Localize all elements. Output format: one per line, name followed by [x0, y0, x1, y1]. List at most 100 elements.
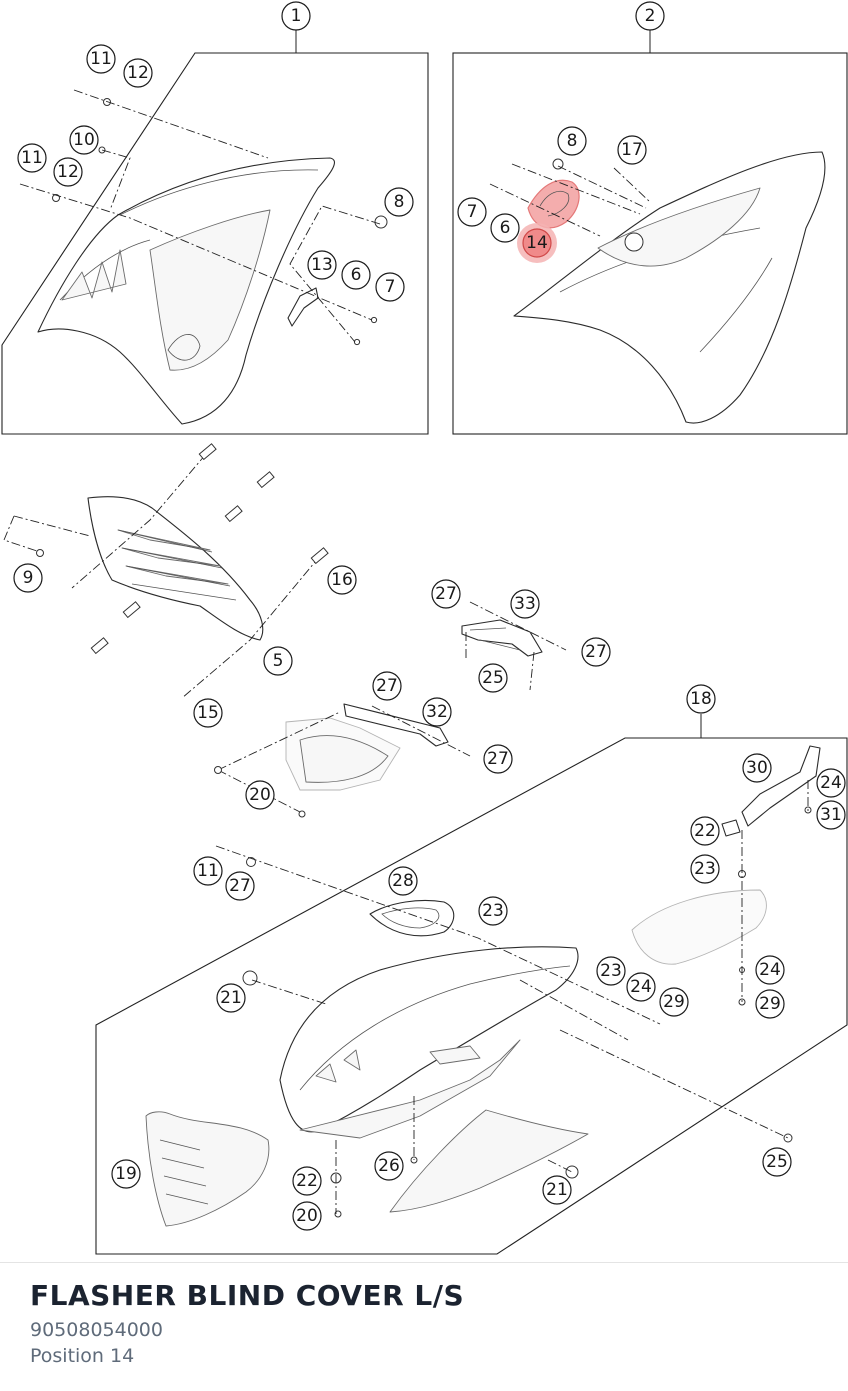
svg-text:27: 27	[435, 584, 457, 604]
callout-23[interactable]: 23	[690, 854, 720, 884]
callout-28[interactable]: 28	[388, 866, 418, 896]
bolt-16-a	[198, 443, 217, 461]
callout-11[interactable]: 11	[17, 143, 47, 173]
axis-18d	[559, 1029, 789, 1139]
callout-23[interactable]: 23	[478, 896, 508, 926]
axis-2b	[489, 183, 601, 237]
side-trim-left-grommet	[552, 158, 564, 170]
callout-8[interactable]: 8	[384, 187, 414, 217]
svg-text:33: 33	[514, 594, 536, 614]
callout-24[interactable]: 24	[816, 768, 846, 798]
exploded-parts-diagram: 1 2 11 12 10 11 12 8 13 6 7 8 17 7 6 14 …	[1, 1, 848, 1255]
axis-1d	[289, 205, 381, 343]
parts-32-33-brackets	[214, 601, 567, 818]
part-title: FLASHER BLIND COVER L/S	[30, 1279, 465, 1312]
screw-20-lower	[334, 1210, 342, 1218]
callout-25[interactable]: 25	[762, 1147, 792, 1177]
callout-19[interactable]: 19	[111, 1159, 141, 1189]
callout-5[interactable]: 5	[263, 646, 293, 676]
callout-11[interactable]: 11	[86, 44, 116, 74]
axis-18a	[215, 845, 661, 1025]
svg-text:2: 2	[645, 6, 656, 26]
callout-23[interactable]: 23	[596, 956, 626, 986]
side-trim-screw-a	[370, 316, 378, 324]
callout-21[interactable]: 21	[216, 983, 246, 1013]
bracket-33	[461, 619, 543, 657]
callout-22[interactable]: 22	[292, 1166, 322, 1196]
callout-27[interactable]: 27	[581, 637, 611, 667]
svg-text:20: 20	[249, 785, 271, 805]
air-guide-body	[87, 496, 264, 641]
svg-text:18: 18	[690, 689, 712, 709]
callout-31[interactable]: 31	[816, 800, 846, 830]
callout-32[interactable]: 32	[422, 697, 452, 727]
callout-14-highlighted[interactable]: 14	[517, 223, 557, 263]
axis-25	[465, 632, 535, 691]
svg-text:26: 26	[378, 1156, 400, 1176]
svg-text:11: 11	[90, 49, 112, 69]
svg-text:11: 11	[21, 148, 43, 168]
callout-2[interactable]: 2	[635, 1, 665, 31]
callout-12[interactable]: 12	[123, 58, 153, 88]
callout-33[interactable]: 33	[510, 589, 540, 619]
callout-16[interactable]: 16	[327, 565, 357, 595]
axis-32	[371, 705, 471, 757]
svg-text:23: 23	[694, 859, 716, 879]
callout-17[interactable]: 17	[617, 135, 647, 165]
axis-18c	[519, 979, 629, 1041]
callout-20[interactable]: 20	[245, 780, 275, 810]
screw-25-tail	[783, 1133, 793, 1143]
svg-text:23: 23	[600, 961, 622, 981]
callout-27[interactable]: 27	[483, 744, 513, 774]
svg-text:25: 25	[766, 1152, 788, 1172]
svg-text:15: 15	[197, 703, 219, 723]
callout-11[interactable]: 11	[193, 856, 223, 886]
assembly-2-side-trim	[489, 151, 826, 424]
callout-26[interactable]: 26	[374, 1151, 404, 1181]
axis-1c	[101, 149, 131, 211]
part-position: Position 14	[30, 1345, 135, 1367]
tail-end-piece-19	[145, 1111, 270, 1227]
callout-27[interactable]: 27	[225, 871, 255, 901]
callout-29[interactable]: 29	[659, 987, 689, 1017]
callout-22[interactable]: 22	[690, 816, 720, 846]
callout-24[interactable]: 24	[755, 955, 785, 985]
callout-30[interactable]: 30	[742, 753, 772, 783]
callout-13[interactable]: 13	[307, 250, 337, 280]
callout-24[interactable]: 24	[626, 972, 656, 1002]
callout-9[interactable]: 9	[13, 563, 43, 593]
air-guide-fin-lines	[117, 529, 237, 601]
callout-6[interactable]: 6	[490, 213, 520, 243]
callout-10[interactable]: 10	[69, 125, 99, 155]
svg-text:24: 24	[630, 977, 652, 997]
svg-text:29: 29	[663, 992, 685, 1012]
callout-8[interactable]: 8	[557, 126, 587, 156]
callout-20[interactable]: 20	[292, 1201, 322, 1231]
callout-25[interactable]: 25	[478, 663, 508, 693]
svg-text:12: 12	[127, 63, 149, 83]
svg-text:6: 6	[500, 218, 511, 238]
side-trim-left-port	[624, 232, 644, 252]
callout-7[interactable]: 7	[375, 272, 405, 302]
callout-18[interactable]: 18	[686, 684, 716, 714]
axis-33	[469, 601, 567, 651]
svg-text:13: 13	[311, 255, 333, 275]
washer-27-tail	[246, 857, 256, 867]
callout-27[interactable]: 27	[372, 671, 402, 701]
callout-27[interactable]: 27	[431, 579, 461, 609]
tail-light-28	[369, 899, 455, 937]
callout-6[interactable]: 6	[341, 260, 371, 290]
svg-text:25: 25	[482, 668, 504, 688]
callout-7[interactable]: 7	[457, 197, 487, 227]
callout-15[interactable]: 15	[193, 698, 223, 728]
tail-underpanel-26	[389, 1109, 589, 1213]
assembly-1-side-trim	[19, 89, 388, 425]
callout-12[interactable]: 12	[53, 157, 83, 187]
svg-text:14: 14	[526, 233, 548, 253]
callout-29[interactable]: 29	[755, 989, 785, 1019]
svg-text:17: 17	[621, 140, 643, 160]
svg-text:27: 27	[585, 642, 607, 662]
svg-text:21: 21	[220, 988, 242, 1008]
callout-1[interactable]: 1	[281, 1, 311, 31]
callout-21[interactable]: 21	[542, 1175, 572, 1205]
